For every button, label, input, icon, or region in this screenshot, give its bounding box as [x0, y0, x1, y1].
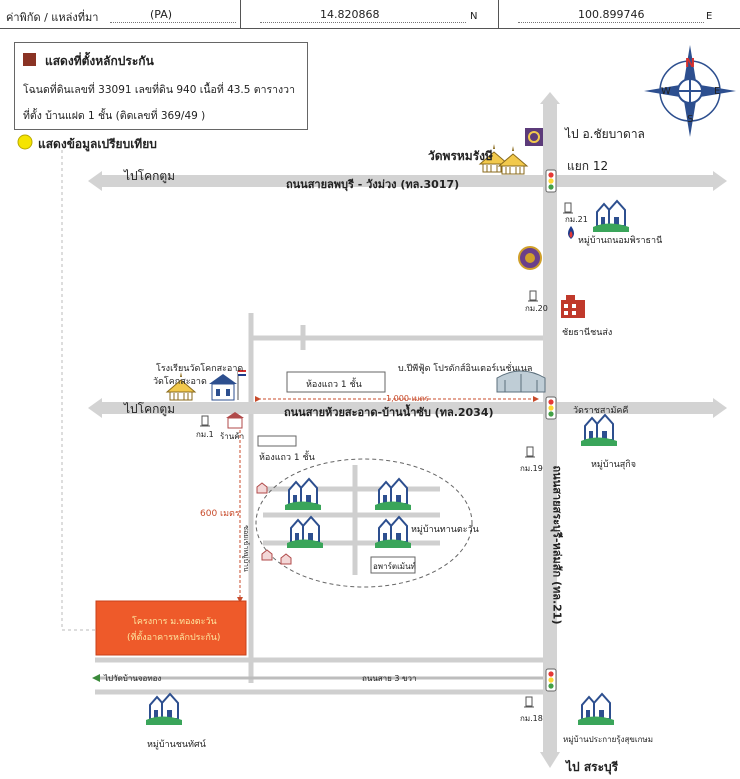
chonsap-label: หมู่บ้านชนทัศน์	[147, 740, 206, 750]
legend-line2: ที่ตั้ง บ้านแฝด 1 ชั้น (ติดเลขที่ 369/49…	[23, 110, 206, 122]
bottom-left-dest-label: ไปวัดบ้านจอทอง	[104, 674, 162, 683]
legend-title: แสดงที่ตั้งหลักประกัน	[45, 54, 154, 68]
house-icon	[577, 693, 615, 726]
house-icon	[374, 478, 412, 511]
source-label: ค่าพิกัด / แหล่งที่มา	[6, 11, 99, 24]
gas-station-icon	[568, 226, 574, 239]
km-post-icon	[527, 290, 539, 302]
longitude-value: 100.899746	[578, 8, 645, 21]
apartment-label: อพาร์ตเม้นท์	[373, 562, 416, 571]
compass-rose-icon	[644, 45, 736, 137]
legend-box: แสดงที่ตั้งหลักประกัน โฉนดที่ดินเลขที่ 3…	[14, 42, 308, 130]
latitude-value: 14.820868	[320, 8, 380, 21]
factory-building-icon	[561, 295, 585, 318]
official-seal-icon	[518, 246, 542, 270]
compass-n: N	[685, 56, 696, 70]
longitude-cell: 100.899746 E	[498, 0, 740, 28]
shophouse-box	[286, 371, 386, 393]
village-boundary	[255, 458, 473, 588]
latitude-unit: N	[470, 11, 478, 22]
house-icon	[286, 516, 324, 549]
thanomphirathani-label: หมู่บ้านถนอมพิราธานี	[578, 236, 663, 246]
top-left-dest-label: ไปโคกตูม	[124, 169, 176, 183]
bottom-road-arrow	[92, 674, 100, 682]
km-post-icon	[562, 202, 574, 214]
wat-phrommarangsi-label: วัดพรหมรังษี	[428, 149, 493, 163]
house-icon	[145, 693, 183, 726]
longitude-unit: E	[706, 11, 713, 22]
to-saraburi-label: ไป สระบุรี	[566, 760, 619, 774]
traffic-light-icon	[545, 396, 557, 420]
collateral-swatch-icon	[23, 53, 36, 66]
km19-label: กม.19	[520, 464, 543, 473]
chaiyanit-label: ชัยธานีชนส่ง	[562, 328, 613, 338]
shop-label: ร้านค้า	[220, 432, 245, 441]
km-post-icon	[199, 415, 211, 427]
shop-icon	[226, 412, 244, 429]
shophouse2-label: ห้องแถว 1 ชั้น	[259, 453, 315, 463]
thanathawan-label: หมู่บ้านทานตะวัน	[411, 525, 479, 535]
house-icon	[374, 516, 412, 549]
coordinate-header: ค่าพิกัด / แหล่งที่มา (PA) 14.820868 N 1…	[0, 0, 740, 29]
house-icon	[580, 414, 618, 447]
mid-left-dest-label: ไปโคกตูม	[124, 402, 176, 416]
source-cell: ค่าพิกัด / แหล่งที่มา (PA)	[0, 0, 241, 28]
shophouse-box	[257, 435, 297, 447]
small-house-icon	[256, 482, 268, 494]
km-post-icon	[523, 696, 535, 708]
latitude-cell: 14.820868 N	[240, 0, 499, 28]
legend-line1: โฉนดที่ดินเลขที่ 33091 เลขที่ดิน 940 เนื…	[23, 84, 295, 96]
vertical-road-label: ถนนสายสระบุรี-หล่มสัก (ทล.21)	[550, 465, 564, 625]
apartment-box	[370, 556, 416, 574]
small-house-icon	[261, 549, 273, 561]
small-house-icon	[280, 553, 292, 565]
school-label: โรงเรียนวัดโคกสะอาด	[156, 364, 244, 374]
intersection12-label: แยก 12	[567, 159, 609, 173]
collateral-project-box	[95, 600, 247, 656]
company-label: บ.ปีพีฟู้ด โปรดักส์อินเตอร์เนชั่นเนล	[398, 364, 533, 374]
compass-e: E	[714, 86, 721, 97]
middle-highway	[88, 398, 727, 418]
project-line1: โครงการ ม.ทองตะวัน	[132, 617, 217, 627]
wat-rat-label: วัดราชสามัคคี	[573, 406, 629, 416]
compare-dot-icon	[17, 134, 33, 150]
project-line2: (ที่ตั้งอาคารหลักประกัน)	[127, 633, 221, 643]
house-icon	[592, 200, 630, 233]
km18-label: กม.18	[520, 714, 543, 723]
soi-label: ซอยเข้าหมู่บ้าน	[241, 525, 250, 572]
traffic-light-icon	[545, 169, 557, 193]
vertical-highway	[540, 92, 560, 768]
traffic-light-icon	[545, 668, 557, 692]
to-chaibadan-label: ไป อ.ชัยบาดาล	[565, 127, 645, 141]
km1-label: กม.1	[196, 430, 214, 439]
house-icon	[284, 478, 322, 511]
mooban-suchit-label: หมู่บ้านสุกิจ	[591, 460, 636, 470]
top-highway	[88, 171, 727, 191]
distance-1000-label: 1,000 เมตร	[386, 394, 429, 403]
bottom-road-label: ถนนสาย 3 ขวา	[362, 674, 417, 683]
distance-600-label: 600 เมตร	[200, 509, 240, 519]
shophouse1-label: ห้องแถว 1 ชั้น	[306, 380, 362, 390]
source-value: (PA)	[150, 8, 173, 21]
top-road-label: ถนนสายลพบุรี - วังม่วง (ทล.3017)	[286, 178, 460, 191]
compare-dotted-line	[61, 150, 95, 631]
compass-w: W	[661, 86, 671, 97]
warehouse-icon	[496, 370, 546, 393]
km-post-icon	[524, 446, 536, 458]
mid-road-label: ถนนสายห้วยสะอาด-บ้านน้ำซับ (ทล.2034)	[284, 406, 494, 419]
school-icon	[209, 370, 246, 401]
compare-label: แสดงข้อมูลเปรียบเทียบ	[38, 137, 157, 151]
km21-label: กม.21	[565, 215, 588, 224]
wat-logo-icon	[525, 128, 543, 146]
km20-label: กม.20	[525, 304, 548, 313]
prasit-label: หมู่บ้านประกายรุ้งสุขเกษม	[563, 735, 653, 744]
wat-khoksaat-label: วัดโคกสะอาด	[153, 377, 207, 387]
compass-s: S	[687, 114, 694, 125]
